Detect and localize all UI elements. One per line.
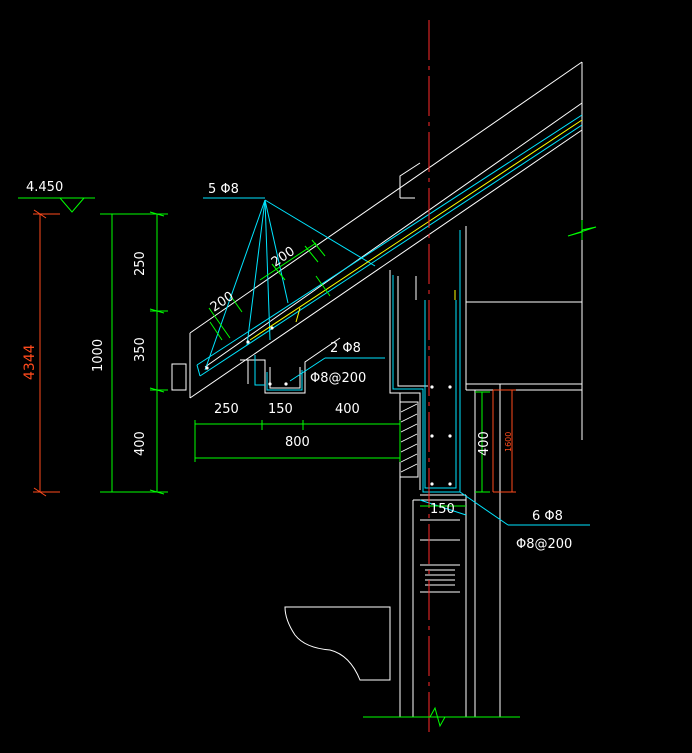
hatch-pattern [400, 403, 418, 473]
dim-4344: 4344 [22, 344, 38, 380]
overall-dimension [33, 209, 516, 497]
elevation-label: 4.450 [26, 180, 63, 195]
rebar-mid-label: 2 Φ8 [330, 341, 361, 356]
dim-150-column: 150 [430, 502, 455, 517]
rebar-lines [196, 114, 590, 526]
stirrup-col-label: Φ8@200 [516, 537, 572, 552]
dim-400-horizontal: 400 [335, 402, 360, 417]
dim-400-vertical: 400 [133, 431, 148, 456]
rebar-col-label: 6 Φ8 [532, 509, 563, 524]
dim-1600: 1600 [504, 432, 513, 452]
dim-250-vertical: 250 [133, 251, 148, 276]
spacing-label-2: 200 [269, 244, 298, 270]
dim-1000: 1000 [91, 339, 106, 372]
dim-350-vertical: 350 [133, 337, 148, 362]
dim-150-horizontal: 150 [268, 402, 293, 417]
dim-800: 800 [285, 435, 310, 450]
stirrup-mid-label: Φ8@200 [310, 371, 366, 386]
dimension-lines [18, 197, 597, 728]
accent-yellow-lines [249, 119, 583, 341]
dim-250-horizontal: 250 [214, 402, 239, 417]
dim-400-column: 400 [477, 431, 492, 456]
rebar-dots [205, 326, 452, 486]
structure-lines [171, 61, 583, 717]
rebar-top-label: 5 Φ8 [208, 182, 239, 197]
